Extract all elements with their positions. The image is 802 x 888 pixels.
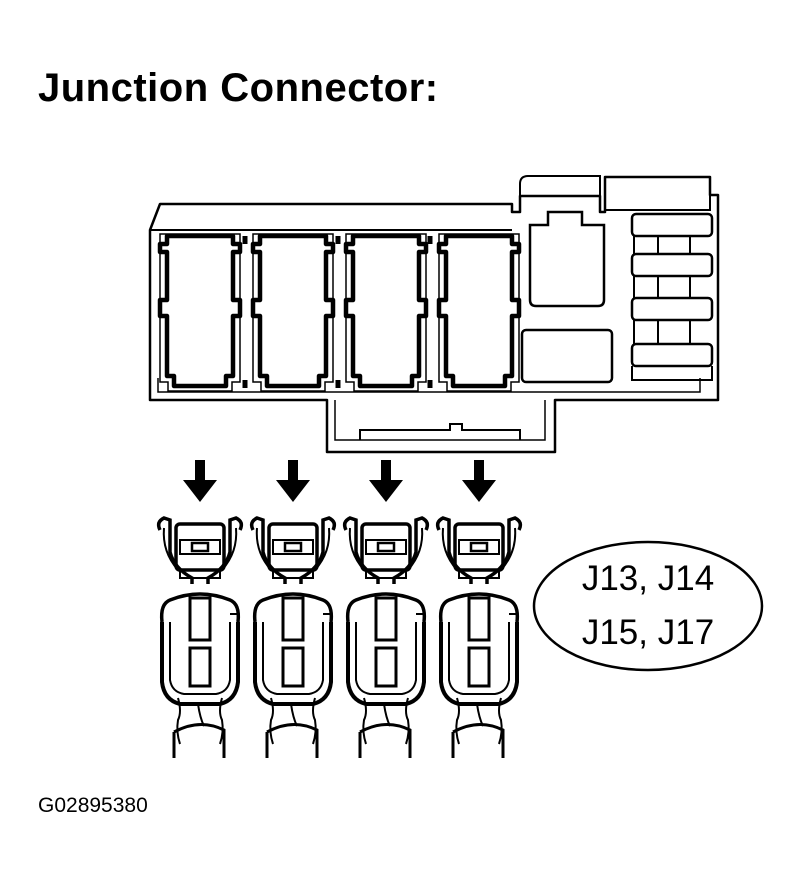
connector-label-line-2: J15, J17: [582, 613, 714, 652]
down-arrow-2: [276, 460, 310, 502]
connector-label-ellipse: J13, J14 J15, J17: [532, 540, 764, 672]
diagram-title: Junction Connector:: [38, 66, 439, 110]
down-arrow-4: [462, 460, 496, 502]
right-block: [520, 210, 714, 384]
down-arrow-1: [183, 460, 217, 502]
terminal-2: [249, 516, 337, 760]
connector-label-line-1: J13, J14: [582, 559, 714, 598]
down-arrow-3: [369, 460, 403, 502]
terminal-3: [342, 516, 430, 760]
terminal-1: [156, 516, 244, 760]
terminal-4: [435, 516, 523, 760]
figure-id: G02895380: [38, 794, 148, 817]
